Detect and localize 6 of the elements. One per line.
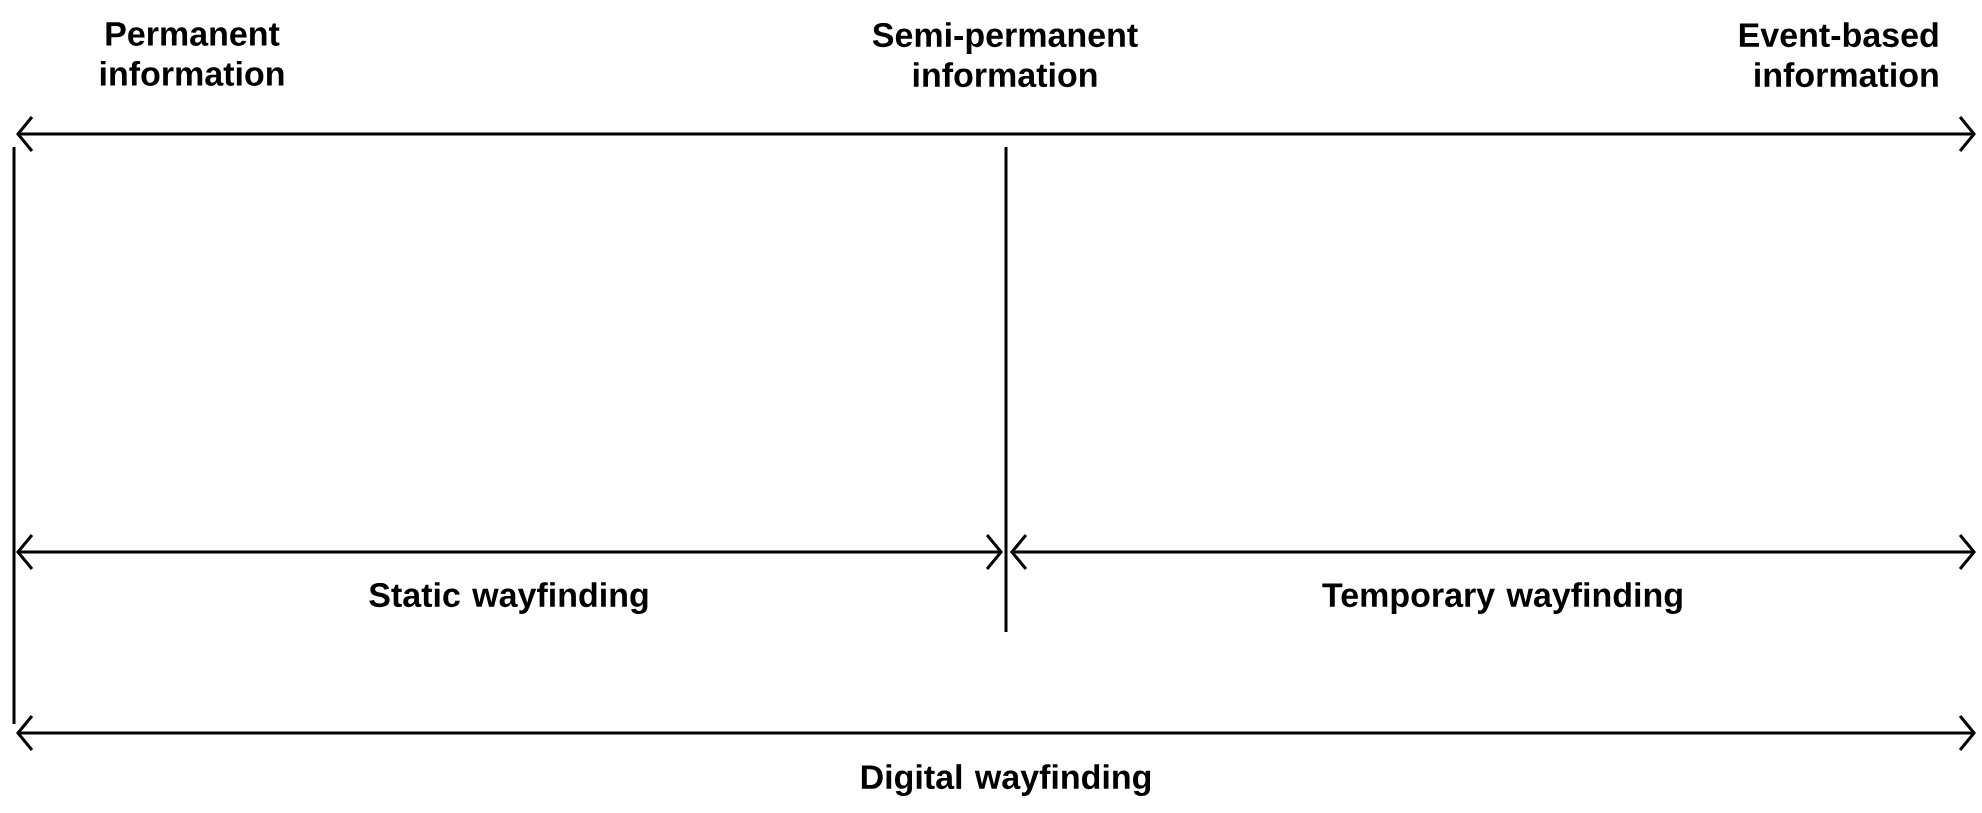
range-label: Temporary wayfinding [1322, 582, 1682, 614]
range-label: Event-based information [1739, 22, 1938, 88]
range-label: Semi-permanent information [872, 22, 1138, 88]
range-label: Static wayfinding [369, 582, 648, 614]
range-label: Digital wayfinding [861, 764, 1151, 796]
range-label: Permanent information [100, 22, 284, 86]
